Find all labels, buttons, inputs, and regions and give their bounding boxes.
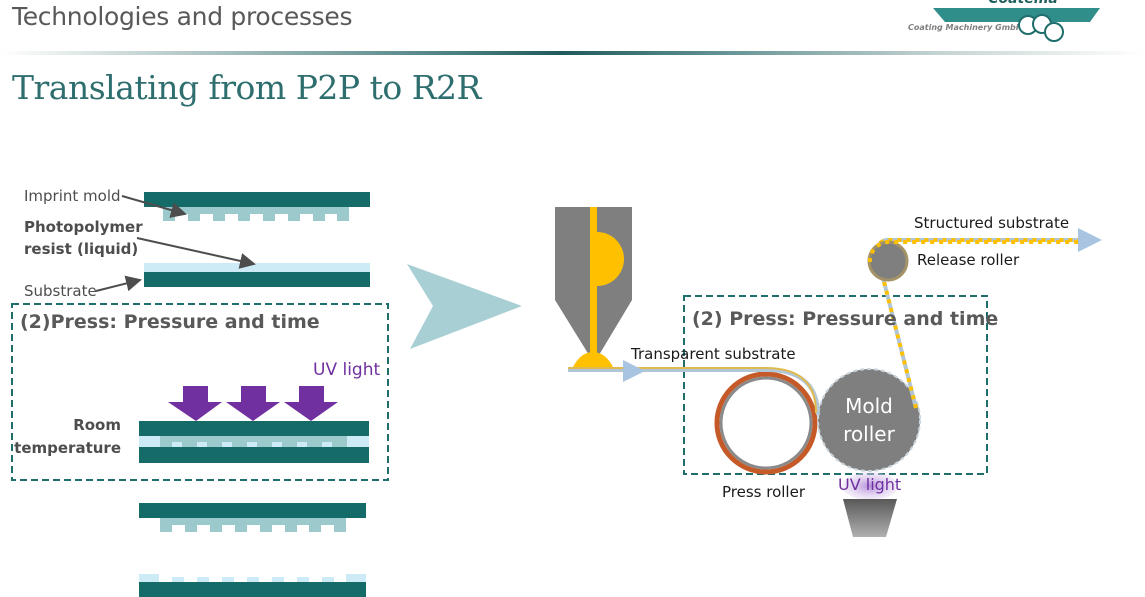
resist-pointer xyxy=(136,237,256,269)
p2p-pressed-stack xyxy=(139,421,369,463)
mold-roller-line1: Mold xyxy=(845,394,893,418)
release-roller xyxy=(867,240,909,282)
room-temp-line2: temperature xyxy=(14,439,121,457)
resin-droplet xyxy=(572,352,614,369)
structured-substrate-arrow-icon xyxy=(1078,228,1102,252)
resin-reservoir xyxy=(597,232,624,286)
uv-glow xyxy=(842,472,898,500)
press-roller xyxy=(714,371,818,475)
r2r-press-box xyxy=(683,295,988,475)
p2p-uv-label: UV light xyxy=(313,360,381,380)
label-release-roller: Release roller xyxy=(917,251,1020,269)
label-photopolymer-line2: resist (liquid) xyxy=(24,240,139,258)
transparent-substrate-arrow-icon xyxy=(623,360,645,382)
substrate-plate xyxy=(144,272,370,287)
mold-roller-line2: roller xyxy=(843,422,895,446)
press-roller-inner xyxy=(719,376,813,470)
p2p-step1 xyxy=(95,192,370,292)
mold-roller xyxy=(817,368,921,472)
p2p-structured-substrate xyxy=(139,574,366,597)
imprint-mold-pointer xyxy=(121,195,187,218)
label-structured-substrate: Structured substrate xyxy=(914,214,1070,232)
r2r-press-title: (2) Press: Pressure and time xyxy=(692,308,999,330)
imprint-mold-pattern xyxy=(163,207,349,221)
logo-swoosh xyxy=(933,8,1100,22)
uv-arrow-icon xyxy=(284,386,338,421)
logo-graphic: Coatema Coating Machinery GmbH xyxy=(908,0,1100,42)
logo-roller-icon xyxy=(1044,22,1064,42)
transition-arrow-icon xyxy=(407,264,522,349)
p2p-release-mold xyxy=(139,503,366,532)
uv-arrows xyxy=(168,386,338,421)
label-photopolymer-line1: Photopolymer xyxy=(24,218,143,236)
section-title: Technologies and processes xyxy=(12,2,353,31)
p2p-press-box xyxy=(11,303,389,481)
label-transparent-substrate: Transparent substrate xyxy=(631,345,796,363)
uv-arrow-icon xyxy=(168,386,222,421)
p2p-press-title: (2)Press: Pressure and time xyxy=(20,311,320,333)
photopolymer-resist-layer xyxy=(144,263,370,272)
mold-roller-label: Mold roller xyxy=(819,392,919,448)
logo-tagline: Coating Machinery GmbH xyxy=(908,23,1023,32)
label-substrate: Substrate xyxy=(24,282,97,300)
room-temp-line1: Room xyxy=(73,416,121,434)
imprint-mold-plate xyxy=(144,192,370,207)
label-imprint-mold: Imprint mold xyxy=(24,187,121,205)
header-divider xyxy=(0,51,1145,55)
resin-channel xyxy=(590,207,597,357)
uv-arrow-icon xyxy=(226,386,280,421)
label-press-roller: Press roller xyxy=(722,483,805,501)
uv-lamp-icon xyxy=(843,499,897,537)
substrate-pointer xyxy=(95,275,142,292)
web-path-resin xyxy=(568,367,817,414)
r2r-uv-label: UV light xyxy=(838,475,902,494)
page-title: Translating from P2P to R2R xyxy=(12,68,481,107)
release-roller-pattern xyxy=(867,240,1078,263)
logo-brand-text: Coatema xyxy=(988,0,1058,7)
resin-dispenser xyxy=(555,207,632,369)
company-logo: Coatema Coating Machinery GmbH xyxy=(905,0,1100,44)
